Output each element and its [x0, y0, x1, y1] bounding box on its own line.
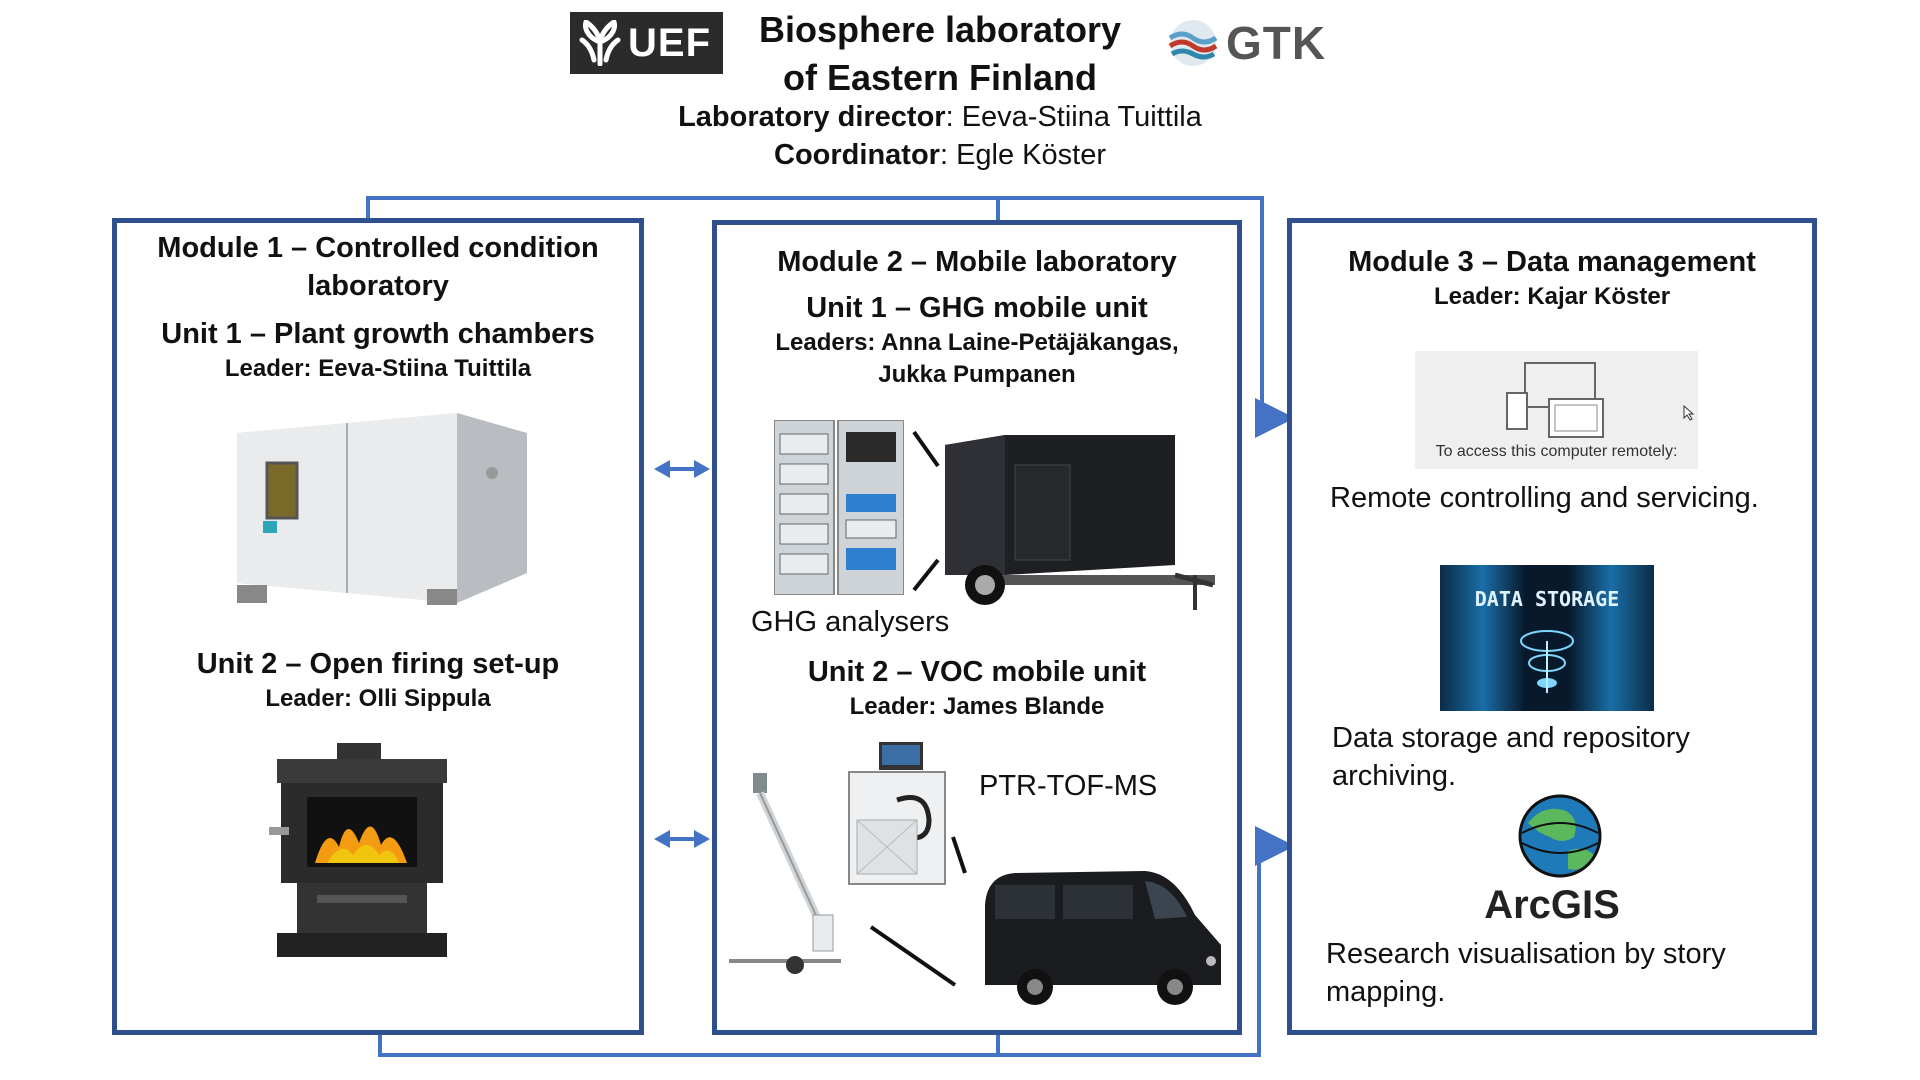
- storage-caption-line-2: archiving.: [1332, 760, 1457, 792]
- arcgis-caption: Research visualisation by story mapping.: [1326, 935, 1726, 1011]
- bottom-connector: [378, 826, 1295, 1057]
- title-line-1: Biosphere laboratory: [758, 9, 1122, 50]
- uef-logo-text: UEF: [628, 20, 711, 65]
- arcgis-caption-line-1: Research visualisation by story: [1326, 938, 1726, 970]
- module-3-box: Module 3 – Data management Leader: Kajar…: [1287, 218, 1817, 1035]
- ghg-pointer-lines: [912, 430, 940, 592]
- ghg-analysers-image: [774, 420, 904, 595]
- coordinator-line: Coordinator: Egle Köster: [640, 136, 1240, 174]
- remote-screen-text: To access this computer remotely:: [1435, 443, 1678, 460]
- module-2-unit-1-leaders-line-2: Jukka Pumpanen: [878, 361, 1076, 388]
- module-2-unit-1-leaders: Leaders: Anna Laine-Petäjäkangas, Jukka …: [717, 327, 1237, 391]
- gtk-logo: GTK: [1166, 14, 1336, 72]
- module-1-unit-1-leader: Leader: Eeva-Stiina Tuittila: [224, 355, 532, 382]
- arcgis-logo-text: ArcGIS: [1484, 883, 1620, 927]
- arcgis-caption-line-2: mapping.: [1326, 976, 1446, 1008]
- module-2-unit-1-leaders-line-1: Leaders: Anna Laine-Petäjäkangas,: [775, 329, 1179, 356]
- ghg-analysers-caption: GHG analysers: [751, 606, 950, 638]
- module-1-title-line-2: laboratory: [307, 270, 449, 302]
- data-storage-label: DATA STORAGE: [1474, 587, 1620, 611]
- data-storage-image: DATA STORAGE: [1440, 565, 1654, 711]
- module-1-unit-2-leader: Leader: Olli Sippula: [265, 685, 491, 712]
- page-title: Biosphere laboratory of Eastern Finland: [720, 6, 1160, 102]
- coordinator-label: Coordinator: [774, 139, 940, 171]
- storage-caption-line-1: Data storage and repository: [1332, 722, 1690, 754]
- gtk-wave-icon: [1168, 20, 1218, 66]
- module-2-box: Module 2 – Mobile laboratory Unit 1 – GH…: [712, 220, 1242, 1035]
- lab-staff: Laboratory director: Eeva-Stiina Tuittil…: [640, 98, 1240, 174]
- ghg-trailer-image: [945, 435, 1215, 610]
- uef-leaf-icon: [579, 20, 621, 66]
- growth-chamber-image: [237, 413, 527, 605]
- ptr-tof-ms-caption: PTR-TOF-MS: [979, 770, 1158, 802]
- module-2-title: Module 2 – Mobile laboratory: [777, 246, 1177, 278]
- module-2-unit-2-leader: Leader: James Blande: [849, 693, 1105, 720]
- director-name: : Eeva-Stiina Tuittila: [945, 101, 1202, 133]
- storage-caption: Data storage and repository archiving.: [1332, 719, 1690, 795]
- director-line: Laboratory director: Eeva-Stiina Tuittil…: [640, 98, 1240, 136]
- wood-stove-image: [269, 743, 447, 957]
- double-arrow-upper: [654, 460, 710, 478]
- server-cloud-icon: [1520, 630, 1574, 693]
- module-2-unit-2-title: Unit 2 – VOC mobile unit: [807, 656, 1147, 688]
- voc-van-image: [985, 871, 1221, 1005]
- remote-caption: Remote controlling and servicing.: [1330, 482, 1759, 514]
- gtk-logo-text: GTK: [1226, 17, 1327, 69]
- director-label: Laboratory director: [678, 101, 946, 133]
- top-connector: [366, 196, 1295, 438]
- remote-access-image: To access this computer remotely:: [1415, 351, 1698, 469]
- title-line-2: of Eastern Finland: [782, 57, 1098, 98]
- module-1-box: Module 1 – Controlled condition laborato…: [112, 218, 644, 1035]
- module-1-unit-1-title: Unit 1 – Plant growth chambers: [161, 318, 595, 350]
- module-2-unit-1-title: Unit 1 – GHG mobile unit: [806, 292, 1148, 324]
- module-1-title-line-1: Module 1 – Controlled condition: [157, 232, 599, 264]
- telescopic-mast-image: [729, 773, 841, 974]
- double-arrow-lower: [654, 830, 710, 848]
- arcgis-globe-icon: [1518, 794, 1602, 878]
- module-3-title: Module 3 – Data management: [1348, 246, 1756, 278]
- module-3-leader: Leader: Kajar Köster: [1433, 283, 1671, 310]
- coordinator-name: : Egle Köster: [939, 139, 1106, 171]
- module-1-title: Module 1 – Controlled condition laborato…: [117, 229, 639, 305]
- voc-pointer-lines: [869, 836, 967, 987]
- mouse-cursor-icon: [1683, 405, 1695, 421]
- devices-icon: [1506, 362, 1604, 438]
- uef-logo: UEF: [570, 12, 723, 74]
- module-1-unit-2-title: Unit 2 – Open firing set-up: [196, 648, 560, 680]
- ptr-tof-ms-image: [848, 742, 946, 885]
